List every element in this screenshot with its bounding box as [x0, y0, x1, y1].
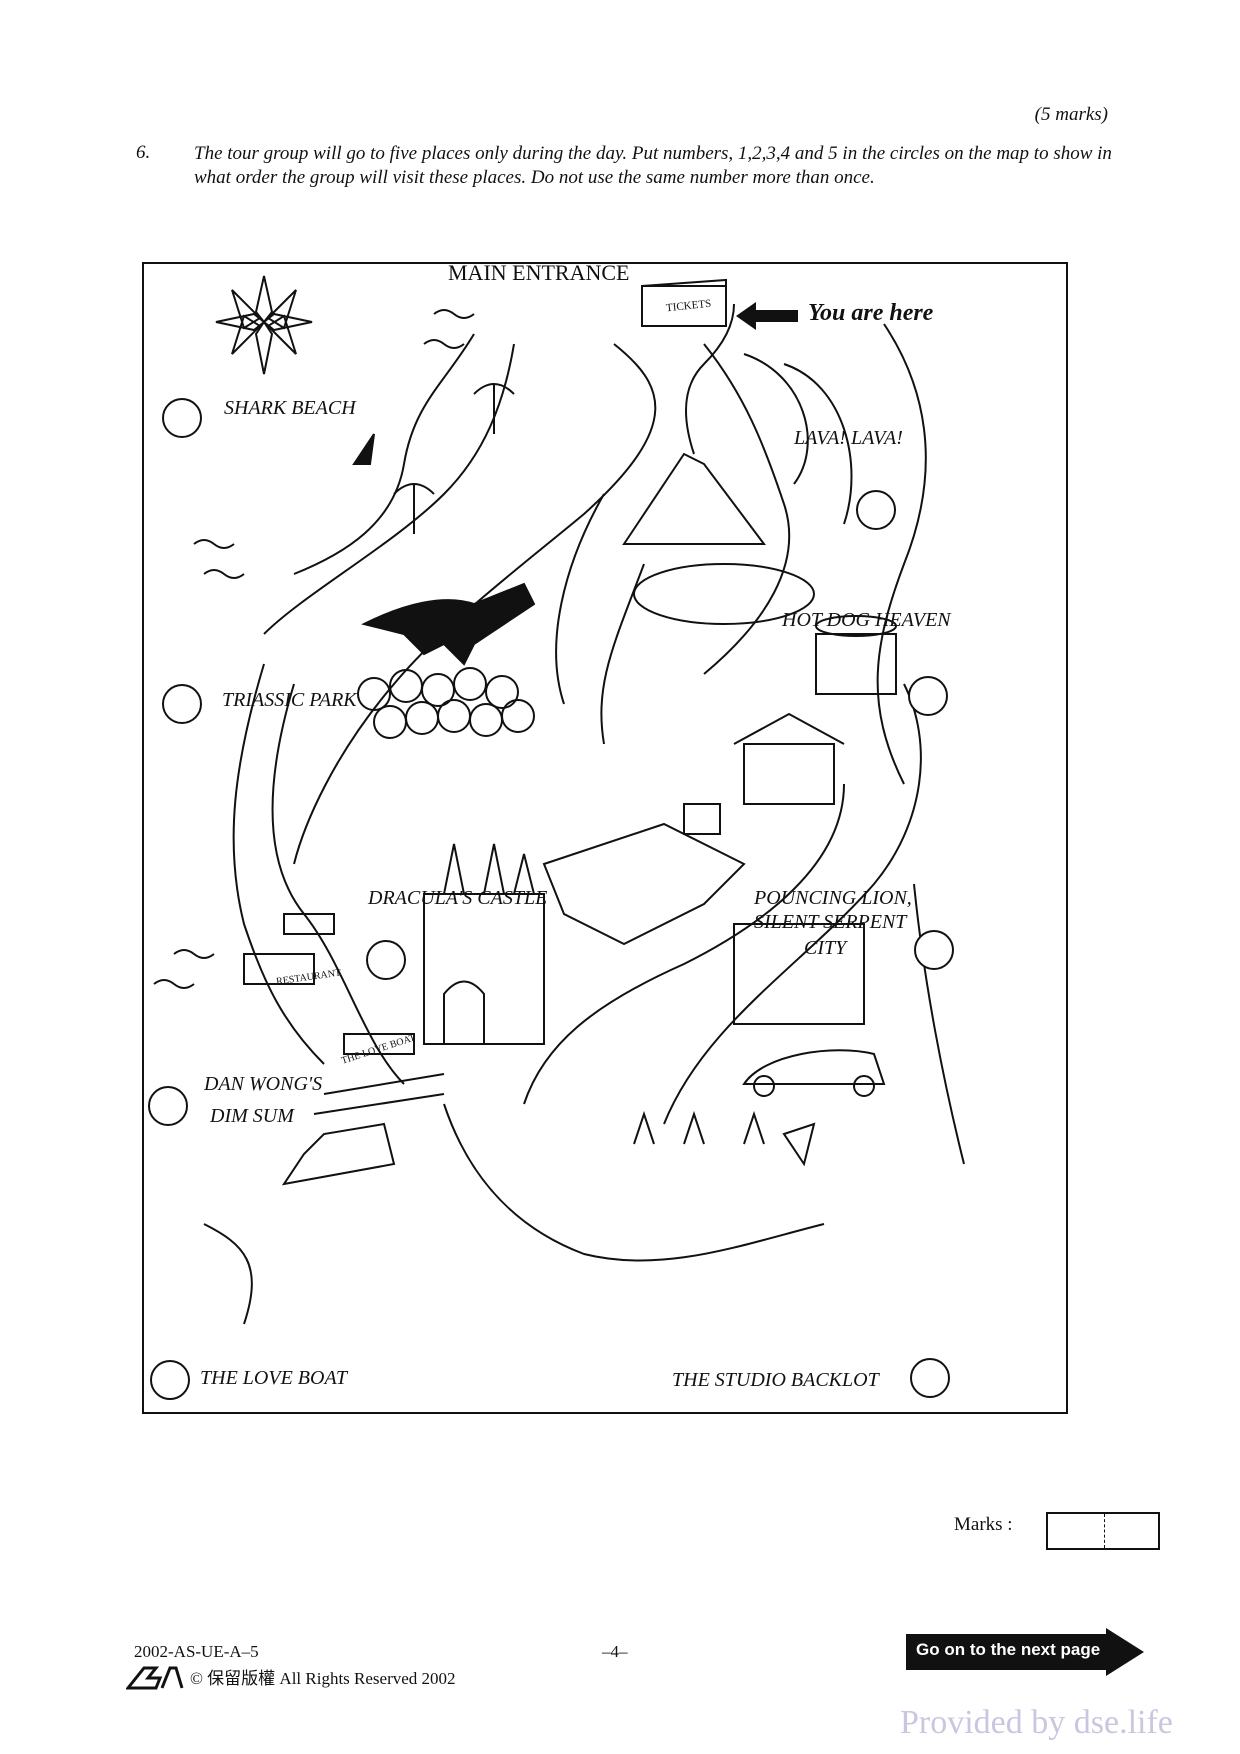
- restaurant-icon: [243, 953, 315, 985]
- forest-icon: [357, 667, 535, 739]
- dinosaur-icon: [361, 582, 536, 666]
- paper-code: 2002-AS-UE-A–5: [134, 1642, 259, 1661]
- answer-circle-lava-lava[interactable]: [856, 490, 896, 530]
- you-are-here-label: You are here: [808, 300, 934, 326]
- theme-park-map: MAIN ENTRANCE TICKETS You are here SHARK…: [142, 260, 1068, 1414]
- dan-wong-label-line1: DAN WONG'S: [204, 1073, 323, 1095]
- arrow-left-icon: [736, 302, 798, 330]
- answer-circle-hot-dog-heaven[interactable]: [908, 676, 948, 716]
- marks-label: Marks :: [954, 1514, 1013, 1535]
- map-illustration: [153, 275, 965, 1325]
- lava-lava-label: LAVA! LAVA!: [794, 427, 903, 449]
- answer-circle-triassic-park[interactable]: [162, 684, 202, 724]
- hot-dog-stand-icon: [815, 633, 897, 695]
- answer-circle-dan-wong[interactable]: [148, 1086, 188, 1126]
- pouncing-lion-label-line2: SILENT SERPENT: [754, 911, 907, 933]
- answer-circle-love-boat[interactable]: [150, 1360, 190, 1400]
- walled-city-icon: [542, 822, 746, 946]
- hkeaa-logo-icon: [126, 1666, 184, 1690]
- pagoda-icon: [733, 712, 845, 805]
- love-boat-label: THE LOVE BOAT: [200, 1367, 348, 1389]
- pouncing-lion-label-line3: CITY: [804, 937, 847, 959]
- answer-circle-studio-backlot[interactable]: [910, 1358, 950, 1398]
- dan-wong-label-line2: DIM SUM: [210, 1105, 294, 1127]
- copyright-notice: © 保留版權 All Rights Reserved 2002: [190, 1669, 456, 1688]
- question-number: 6.: [136, 142, 151, 163]
- shark-fin-icon: [352, 433, 375, 465]
- studio-backlot-label: THE STUDIO BACKLOT: [672, 1369, 879, 1391]
- answer-circle-draculas-castle[interactable]: [366, 940, 406, 980]
- next-page-label: Go on to the next page: [916, 1640, 1101, 1659]
- volcano-icon: [622, 452, 766, 545]
- main-entrance-label: MAIN ENTRANCE: [448, 260, 630, 285]
- film-crew-icon: [633, 1110, 765, 1145]
- answer-circle-shark-beach[interactable]: [162, 398, 202, 438]
- pouncing-lion-label-line1: POUNCING LION,: [754, 887, 912, 909]
- studio-building-icon: [733, 923, 865, 1025]
- draculas-castle-label: DRACULA'S CASTLE: [368, 887, 548, 909]
- castle-icon: [423, 843, 545, 1045]
- page-number: –4–: [602, 1642, 628, 1661]
- compass-rose-icon: [215, 275, 313, 375]
- marks-box[interactable]: [1046, 1512, 1160, 1550]
- hot-dog-heaven-label: HOT DOG HEAVEN: [782, 609, 951, 631]
- tickets-sign: TICKETS: [665, 297, 712, 315]
- boat-icon: [281, 1122, 396, 1186]
- next-page-arrow-icon: [906, 1628, 1144, 1676]
- answer-circle-pouncing-lion[interactable]: [914, 930, 954, 970]
- triassic-park-label: TRIASSIC PARK: [222, 689, 357, 711]
- watermark: Provided by dse.life: [900, 1704, 1173, 1741]
- shark-beach-label: SHARK BEACH: [224, 397, 356, 419]
- question-text: The tour group will go to five places on…: [194, 143, 1112, 188]
- car-icon: [742, 1049, 886, 1085]
- marks-allocation: (5 marks): [1034, 104, 1108, 125]
